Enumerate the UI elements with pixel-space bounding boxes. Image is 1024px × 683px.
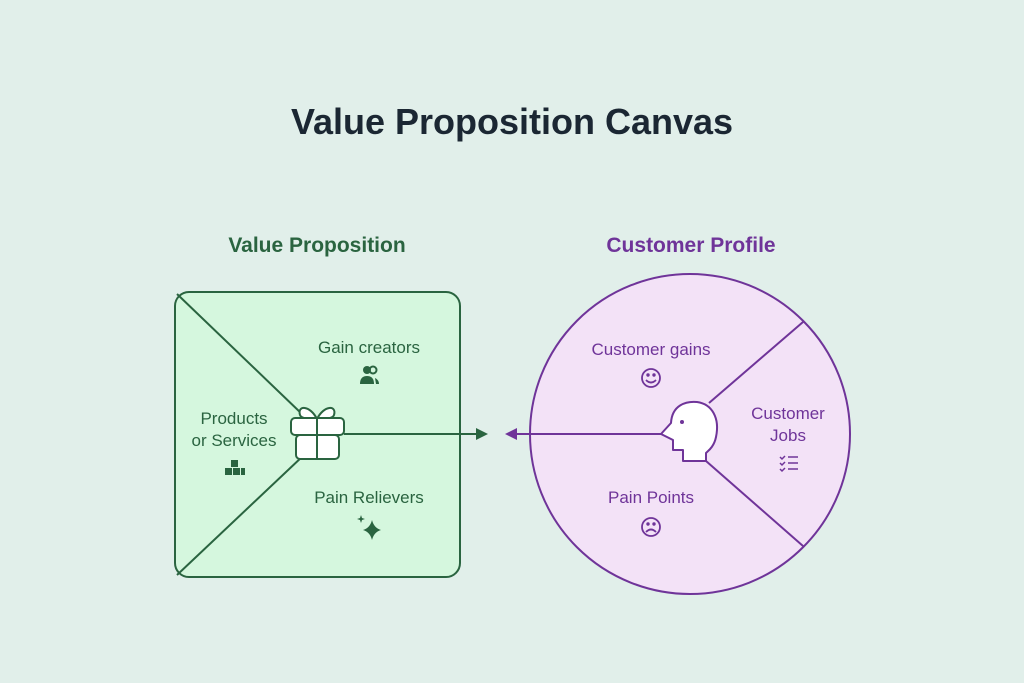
products-services-label-line1: Products [200,409,267,428]
products-services-label-line2: or Services [191,431,276,450]
value-proposition-heading: Value Proposition [228,234,405,257]
pain-relievers-label: Pain Relievers [314,488,424,507]
page-title: Value Proposition Canvas [291,101,733,142]
pain-points-label: Pain Points [608,488,694,507]
arrow-to-value [505,428,662,440]
gift-icon [290,407,345,460]
customer-profile-heading: Customer Profile [606,234,775,257]
checklist-icon [779,455,798,473]
customer-gains-label: Customer gains [591,340,710,359]
gain-creators-label: Gain creators [318,338,420,357]
users-icon [360,365,379,384]
frown-icon [641,517,661,537]
head-profile-icon [660,400,718,462]
customer-jobs-label-line2: Jobs [770,426,806,445]
smile-icon [641,368,661,388]
boxes-icon [225,460,245,475]
sparkle-icon [357,515,381,540]
customer-jobs-label-line1: Customer [751,404,825,423]
arrow-to-customer [344,428,488,440]
